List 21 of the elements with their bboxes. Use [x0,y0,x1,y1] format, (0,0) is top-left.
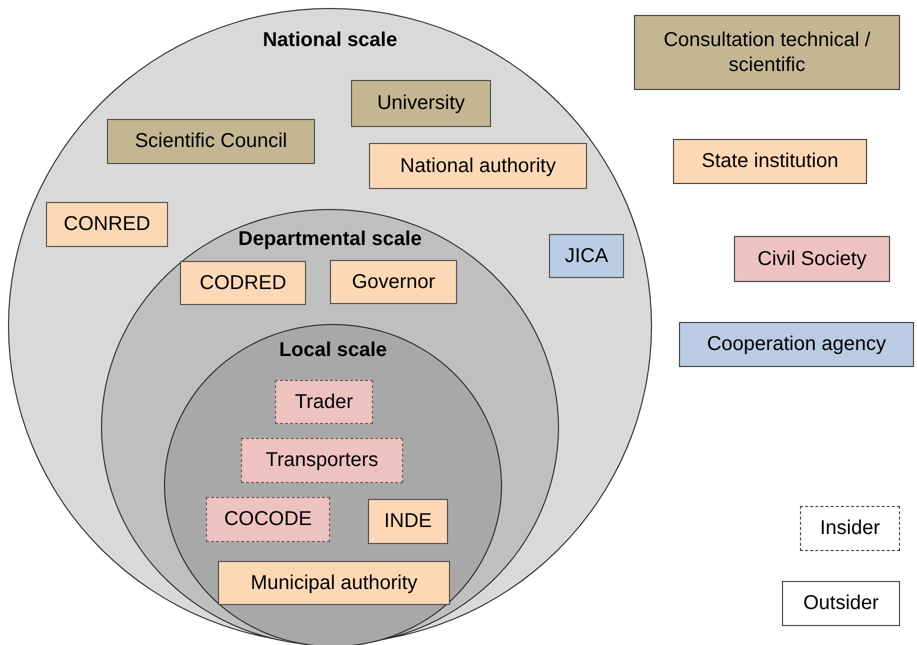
actor-box: INDE [368,499,448,544]
actor-box: COCODE [206,497,330,542]
actor-box: National authority [369,143,587,189]
legend-swatch: Outsider [782,581,900,626]
actor-box: Trader [275,380,373,424]
legend-swatch: Cooperation agency [679,322,914,367]
scale-heading: Departmental scale [237,227,423,252]
actor-box: Governor [330,260,457,304]
scale-heading: Local scale [278,338,388,363]
actor-box: JICA [549,234,624,278]
legend-swatch: Consultation technical / scientific [634,15,900,90]
scale-heading: National scale [262,28,398,53]
legend-swatch: Civil Society [734,236,890,282]
actor-box: Municipal authority [218,561,450,605]
actor-box: Transporters [241,438,403,483]
legend-swatch: Insider [800,506,900,551]
actor-box: CONRED [46,202,168,247]
actor-box: University [351,80,491,127]
legend-swatch: State institution [673,139,867,184]
actor-box: Scientific Council [107,119,315,164]
actor-box: CODRED [180,261,306,305]
